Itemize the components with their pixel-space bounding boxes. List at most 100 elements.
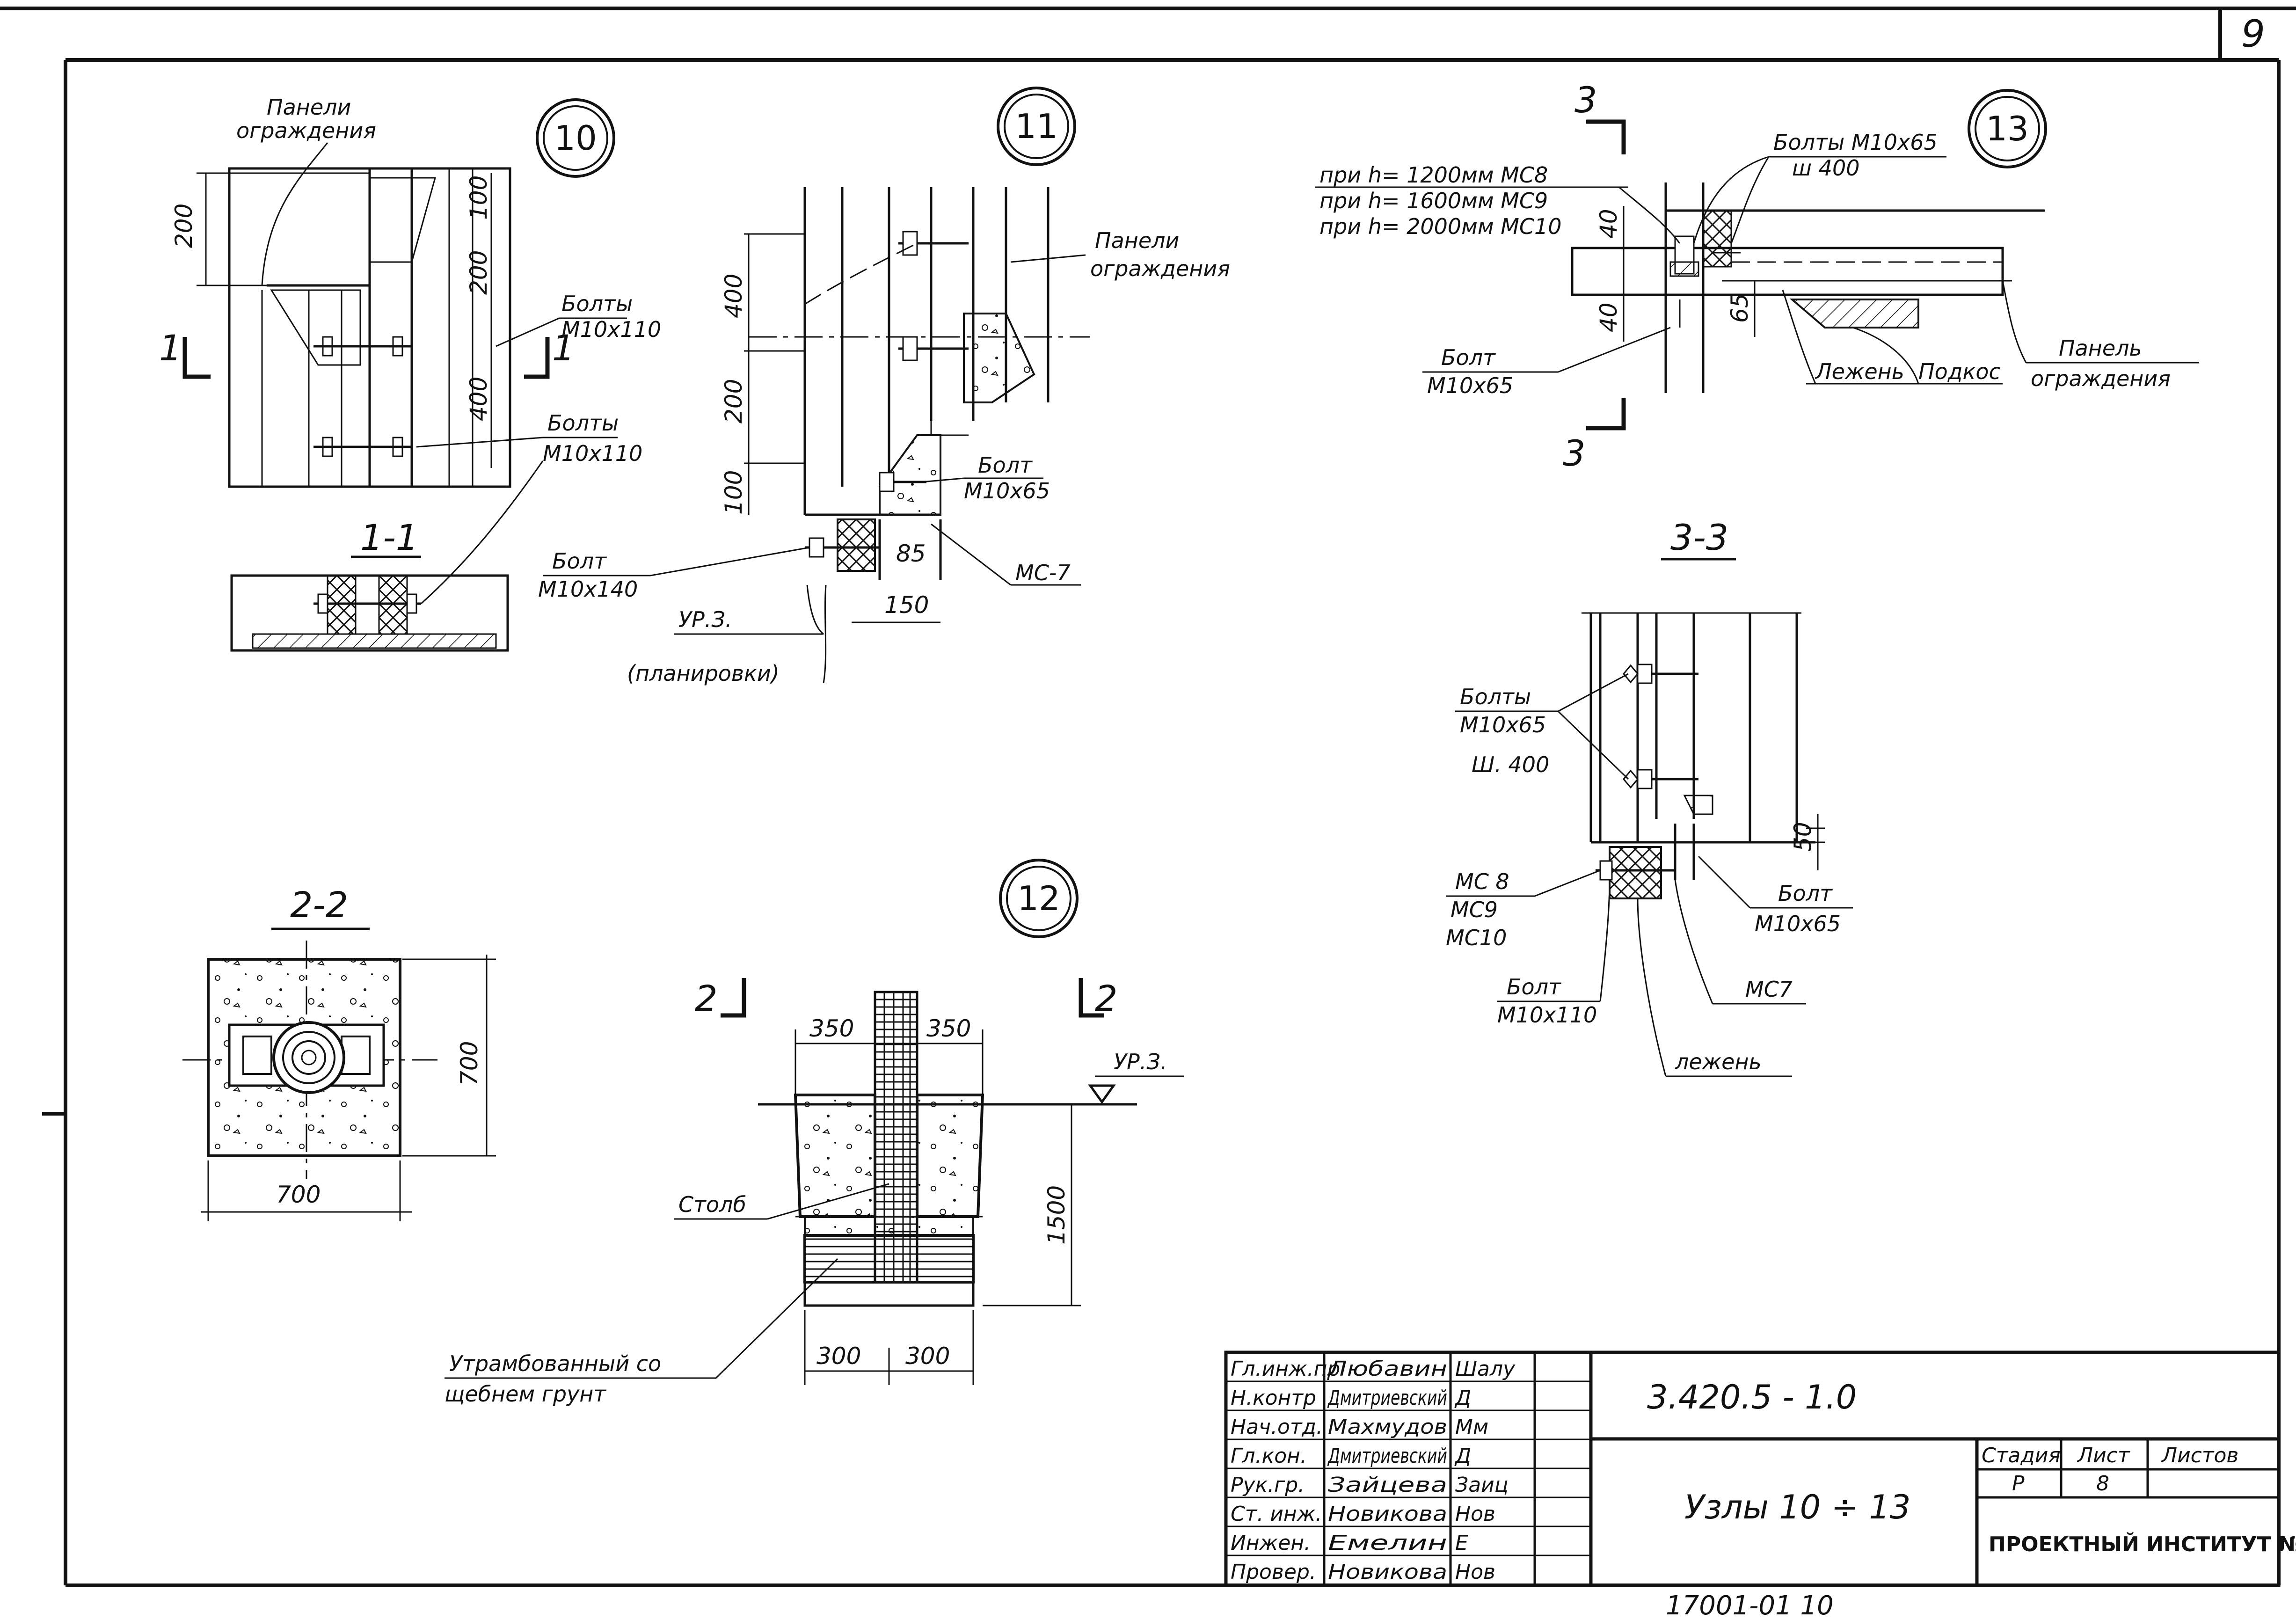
node-13-podkos: Подкос: [1918, 359, 2001, 384]
section-3-3-bolt: [1623, 664, 1698, 684]
node-11-bolt-65-size: М10х65: [964, 478, 1050, 504]
node-12-fill-label-2: щебнем грунт: [445, 1381, 606, 1407]
node-13-variant-1200: при h= 1200мм МС8: [1319, 162, 1548, 188]
node-11-panels-label: Панели: [1095, 228, 1179, 253]
node-13-dim-40b: 40: [1595, 302, 1622, 332]
node-10-bolts-b: Болты: [547, 410, 619, 436]
title-block-signatures: Шалу Д Мм Д Заиц Нов Е Нов: [1454, 1357, 1516, 1584]
signature-5: Заиц: [1455, 1473, 1509, 1497]
signature-6: Нов: [1455, 1502, 1495, 1526]
node-12-section-mark-right: 2: [1095, 978, 1117, 1019]
node-10-callout: [536, 98, 615, 178]
node-10-panels-label: Панели: [267, 95, 351, 120]
node-10: 10 200 100 200 400: [159, 95, 661, 488]
sheet-header: Лист: [2077, 1444, 2130, 1467]
section-3-3-bolts-spacing: Ш. 400: [1472, 752, 1549, 777]
node-13-callout: [1968, 89, 2047, 168]
node-11-ground-note: (планировки): [627, 661, 780, 686]
section-2-2-title: 2-2: [290, 884, 348, 926]
sheet-value: 8: [2096, 1472, 2109, 1496]
signature-7: Е: [1455, 1531, 1468, 1555]
node-11-bolt-140-size: М10х140: [538, 576, 638, 602]
node-11-dim-85: 85: [896, 540, 926, 567]
node-12: 12 2 2 350 350 300 300 15: [445, 859, 1184, 1407]
section-2-2-dim-height: 700: [456, 1041, 483, 1086]
node-12-dim-300a: 300: [816, 1343, 861, 1370]
role-4: Гл.кон.: [1231, 1444, 1307, 1468]
signature-4: Д: [1454, 1444, 1471, 1468]
node-11-bolt-140: Болт: [552, 548, 607, 574]
node-13-variant-2000: при h= 2000мм МС10: [1319, 214, 1562, 239]
node-12-dim-350b: 350: [926, 1015, 971, 1042]
name-4: Дмитриевский: [1327, 1444, 1447, 1468]
node-13-panel-2: ограждения: [2031, 366, 2171, 391]
role-6: Ст. инж.: [1231, 1502, 1322, 1526]
node-13-panel: Панель: [2059, 336, 2142, 361]
page-number: 9: [2241, 12, 2265, 56]
node-12-dim-350a: 350: [809, 1015, 854, 1042]
title-block-roles: Гл.инж.пр Н.контр Нач.отд. Гл.кон. Рук.г…: [1231, 1357, 1340, 1584]
node-11-bolt: [898, 336, 969, 361]
signature-2: Д: [1454, 1386, 1471, 1410]
node-10-bolt: [313, 437, 412, 457]
section-3-3-bolt: [1623, 769, 1698, 789]
node-10-number: 10: [554, 118, 597, 158]
node-13-lezhen: Лежень: [1815, 359, 1904, 384]
node-13-variant-1600: при h= 1600мм МС9: [1319, 188, 1548, 213]
node-11-dim-100: 100: [720, 470, 747, 515]
node-12-dim-300b: 300: [905, 1343, 950, 1370]
section-1-1: 1-1: [230, 460, 544, 652]
bottom-code: 17001-01 10: [1666, 1591, 1834, 1620]
node-12-ground-level: УР.З.: [1114, 1049, 1167, 1074]
role-5: Рук.гр.: [1231, 1473, 1305, 1497]
node-10-section-mark-right: 1: [552, 327, 575, 369]
node-11-dim-200: 200: [720, 379, 747, 423]
node-11-bolt: [805, 537, 880, 558]
node-11-bolt: [898, 231, 969, 256]
node-13-bolt-left: Болт: [1441, 345, 1496, 370]
node-12-fill-label: Утрамбованный со: [449, 1351, 661, 1376]
section-3-3-bolt-110-size: М10х110: [1497, 1002, 1597, 1028]
node-10-panels-label-2: ограждения: [236, 118, 376, 143]
section-1-1-title: 1-1: [360, 517, 418, 558]
node-10-section-mark-left: 1: [159, 327, 182, 369]
section-3-3-bolts-size: М10х65: [1460, 712, 1546, 737]
node-10-dim-200: 200: [170, 204, 197, 248]
name-3: Махмудов: [1328, 1415, 1447, 1439]
section-3-3-lezhen: лежень: [1675, 1049, 1762, 1074]
section-3-3-mc7: МС7: [1745, 977, 1793, 1002]
stage-value: Р: [2012, 1472, 2025, 1496]
signature-1: Шалу: [1455, 1357, 1516, 1381]
stage-header: Стадия: [1982, 1444, 2061, 1467]
node-12-section-mark-left: 2: [695, 978, 717, 1019]
section-3-3-dim-50: 50: [1789, 822, 1816, 852]
section-3-3-bolts: Болты: [1460, 684, 1531, 709]
node-12-number: 12: [1017, 879, 1060, 918]
node-10-bolts-a: Болты: [561, 291, 633, 316]
node-11-callout: [997, 87, 1076, 166]
organization: ПРОЕКТНЫЙ ИНСТИТУТ №2: [1989, 1532, 2296, 1556]
section-3-3-mc10: МС10: [1446, 925, 1507, 950]
name-8: Новикова: [1328, 1560, 1447, 1584]
section-2-2-dim-width: 700: [276, 1181, 321, 1208]
name-1: Любавин: [1327, 1357, 1447, 1381]
node-12-post: Столб: [678, 1192, 746, 1217]
role-7: Инжен.: [1231, 1531, 1311, 1555]
node-11-bolt-65: Болт: [978, 452, 1033, 478]
node-13: 13 40 40 65 3 3 при h= 1200мм МС8 при h=…: [1315, 79, 2199, 474]
title-block-names: Любавин Дмитриевский Махмудов Дмитриевск…: [1327, 1357, 1447, 1584]
section-3-3-bolt-110: Болт: [1507, 974, 1561, 1000]
role-1: Гл.инж.пр: [1231, 1357, 1340, 1381]
node-11-dim-150: 150: [884, 591, 929, 619]
section-3-3-bolt-65: Болт: [1778, 881, 1833, 906]
role-8: Провер.: [1231, 1560, 1316, 1584]
node-12-callout: [999, 859, 1079, 938]
node-11-dim-400: 400: [720, 274, 747, 318]
sheets-header: Листов: [2161, 1444, 2238, 1467]
node-10-bolt: [313, 336, 412, 357]
section-2-2: 2-2 700 700: [182, 884, 496, 1221]
node-13-dim-65: 65: [1726, 293, 1753, 323]
node-11-bolt: [879, 472, 926, 492]
section-3-3-bolt-65-size: М10х65: [1755, 911, 1841, 936]
node-10-bolts-b-size: М10х110: [543, 441, 642, 466]
